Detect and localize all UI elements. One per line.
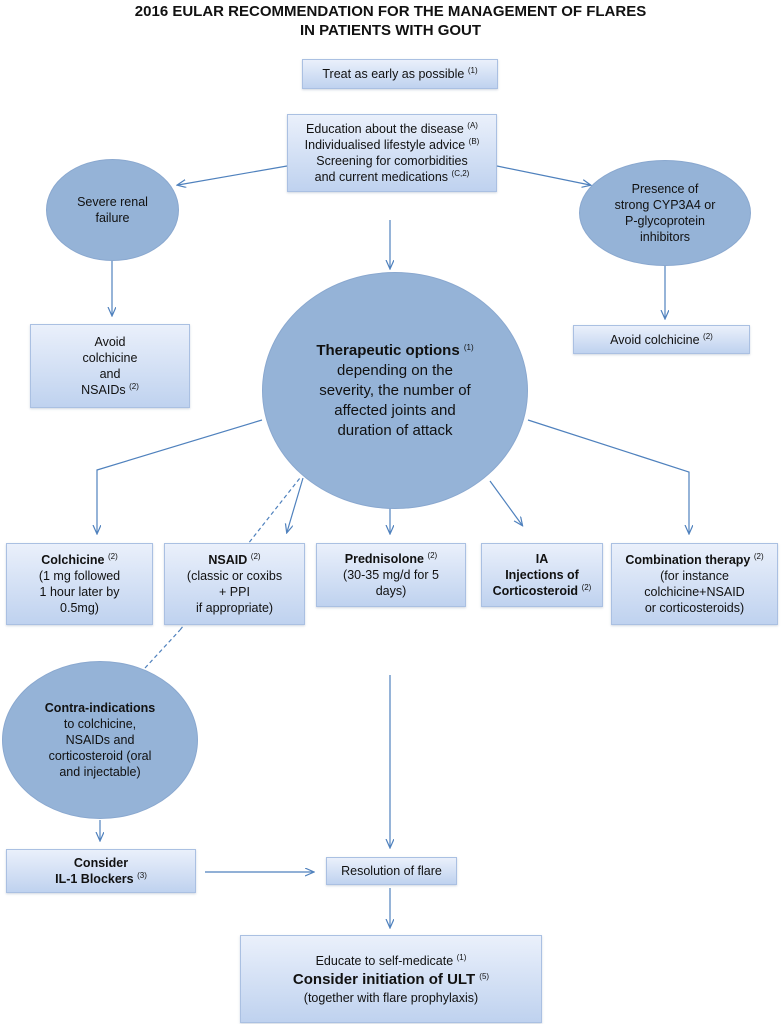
arrow-therapeutic-to-nsaid — [287, 477, 304, 532]
diagram-title-line-2: IN PATIENTS WITH GOUT — [299, 22, 482, 39]
colchicine-head: Colchicine — [41, 553, 105, 567]
il1-ref: (3) — [137, 871, 147, 880]
therapeutic-ref: (1) — [463, 342, 474, 352]
colchicine-ref: (2) — [107, 552, 118, 561]
therapeutic-line-5: duration of attack — [337, 421, 453, 439]
combination-therapy-box: Combination therapy (2) (for instance co… — [611, 543, 778, 625]
therapeutic-line-4: affected joints and — [334, 401, 456, 419]
nsaid-head: NSAID — [208, 553, 248, 567]
prednisolone-line-3: days) — [375, 584, 407, 598]
prednisolone-ref: (2) — [427, 551, 438, 560]
cyp3a4-line-4: inhibitors — [639, 230, 691, 244]
combination-line-4: or corticosteroids) — [644, 601, 745, 615]
nsaid-line-3: + PPI — [219, 585, 250, 599]
resolution-of-flare-box: Resolution of flare — [326, 857, 457, 885]
cyp3a4-line-3: P-glycoprotein — [625, 214, 705, 228]
cyp3a4-line-2: strong CYP3A4 or — [614, 198, 716, 212]
prednisolone-box: Prednisolone (2) (30-35 mg/d for 5 days) — [316, 543, 466, 607]
arrow-therapeutic-to-combination — [527, 419, 689, 533]
treat-early-ref: (1) — [467, 66, 478, 75]
educate-line-2: Consider initiation of ULT — [292, 970, 476, 988]
resolution-text: Resolution of flare — [341, 864, 442, 878]
prednisolone-head: Prednisolone — [344, 552, 424, 566]
combination-ref: (2) — [753, 552, 764, 561]
colchicine-line-3: 1 hour later by — [39, 585, 120, 599]
educate-ref-1: (1) — [456, 952, 467, 962]
arrow-education-to-cyp3a4 — [496, 165, 590, 185]
therapeutic-line-2: depending on the — [337, 361, 453, 379]
avoid-colch-text: Avoid colchicine — [610, 332, 700, 347]
ia-line-3: Corticosteroid — [492, 584, 579, 598]
therapeutic-line-3: severity, the number of — [319, 381, 471, 399]
education-ref-c: (C,2) — [451, 169, 470, 178]
avoid-colch-ref: (2) — [703, 331, 713, 341]
therapeutic-head: Therapeutic options — [316, 341, 460, 359]
il1-line-1: Consider — [73, 856, 129, 870]
avoid-cn-line-1: Avoid — [94, 335, 126, 349]
contra-line-3: NSAIDs and — [65, 733, 135, 747]
nsaid-line-4: if appropriate) — [195, 601, 274, 615]
educate-ref-5: (5) — [479, 971, 490, 981]
contra-head: Contra-indications — [44, 701, 156, 715]
education-line-1: Education about the disease — [306, 122, 464, 136]
avoid-colchicine-box: Avoid colchicine (2) — [573, 325, 750, 354]
avoid-cn-ref: (2) — [129, 382, 139, 391]
colchicine-box: Colchicine (2) (1 mg followed 1 hour lat… — [6, 543, 153, 625]
education-ref-b: (B) — [468, 137, 480, 146]
education-line-3: Screening for comorbidities — [316, 154, 468, 168]
therapeutic-options-oval: Therapeutic options (1) depending on the… — [262, 272, 528, 509]
nsaid-box: NSAID (2) (classic or coxibs + PPI if ap… — [164, 543, 305, 625]
dashed-nsaid-to-therapeutic — [179, 477, 301, 631]
avoid-cn-line-4: NSAIDs — [81, 383, 126, 397]
il1-line-2: IL-1 Blockers — [55, 872, 134, 886]
colchicine-line-2: (1 mg followed — [38, 569, 121, 583]
ia-ref: (2) — [581, 583, 592, 592]
treat-early-text: Treat as early as possible — [322, 67, 465, 81]
arrow-education-to-renal — [178, 165, 288, 185]
contra-line-5: and injectable) — [59, 765, 141, 779]
colchicine-line-4: 0.5mg) — [60, 601, 99, 615]
dashed-contra-to-nsaid — [144, 629, 181, 669]
prednisolone-line-2: (30-35 mg/d for 5 — [343, 568, 439, 582]
cyp3a4-line-1: Presence of — [631, 182, 699, 196]
severe-renal-line-1: Severe renal — [77, 195, 148, 209]
severe-renal-oval: Severe renal failure — [46, 159, 179, 261]
arrow-therapeutic-to-colchicine — [97, 419, 263, 533]
education-line-2: Individualised lifestyle advice — [304, 138, 466, 152]
diagram-title-line-1: 2016 EULAR RECOMMENDATION FOR THE MANAGE… — [134, 3, 647, 20]
avoid-colchicine-nsaids-box: Avoid colchicine and NSAIDs (2) — [30, 324, 190, 408]
severe-renal-line-2: failure — [95, 211, 130, 225]
combination-line-2: (for instance — [660, 569, 729, 583]
educate-ult-box: Educate to self-medicate (1) Consider in… — [240, 935, 542, 1023]
nsaid-line-2: (classic or coxibs — [186, 569, 283, 583]
education-box: Education about the disease (A) Individu… — [287, 114, 497, 192]
contra-indications-oval: Contra-indications to colchicine, NSAIDs… — [2, 661, 198, 819]
nsaid-ref: (2) — [250, 552, 261, 561]
educate-line-1: Educate to self-medicate — [315, 953, 454, 968]
education-ref-a: (A) — [467, 121, 478, 130]
contra-line-4: corticosteroid (oral — [48, 749, 152, 763]
education-line-4: and current medications — [314, 170, 449, 184]
cyp3a4-oval: Presence of strong CYP3A4 or P-glycoprot… — [579, 160, 751, 266]
ia-injections-box: IA Injections of Corticosteroid (2) — [481, 543, 603, 607]
il1-blockers-box: Consider IL-1 Blockers (3) — [6, 849, 196, 893]
contra-line-2: to colchicine, — [63, 717, 137, 731]
avoid-cn-line-2: colchicine — [82, 351, 138, 365]
ia-line-1: IA — [535, 552, 549, 566]
treat-early-box: Treat as early as possible (1) — [302, 59, 498, 89]
arrow-therapeutic-to-ia — [489, 480, 522, 525]
ia-line-2: Injections of — [505, 568, 579, 582]
combination-head: Combination therapy — [625, 553, 751, 567]
educate-line-3: (together with flare prophylaxis) — [303, 990, 479, 1005]
combination-line-3: colchicine+NSAID — [644, 585, 745, 599]
avoid-cn-line-3: and — [99, 367, 121, 381]
